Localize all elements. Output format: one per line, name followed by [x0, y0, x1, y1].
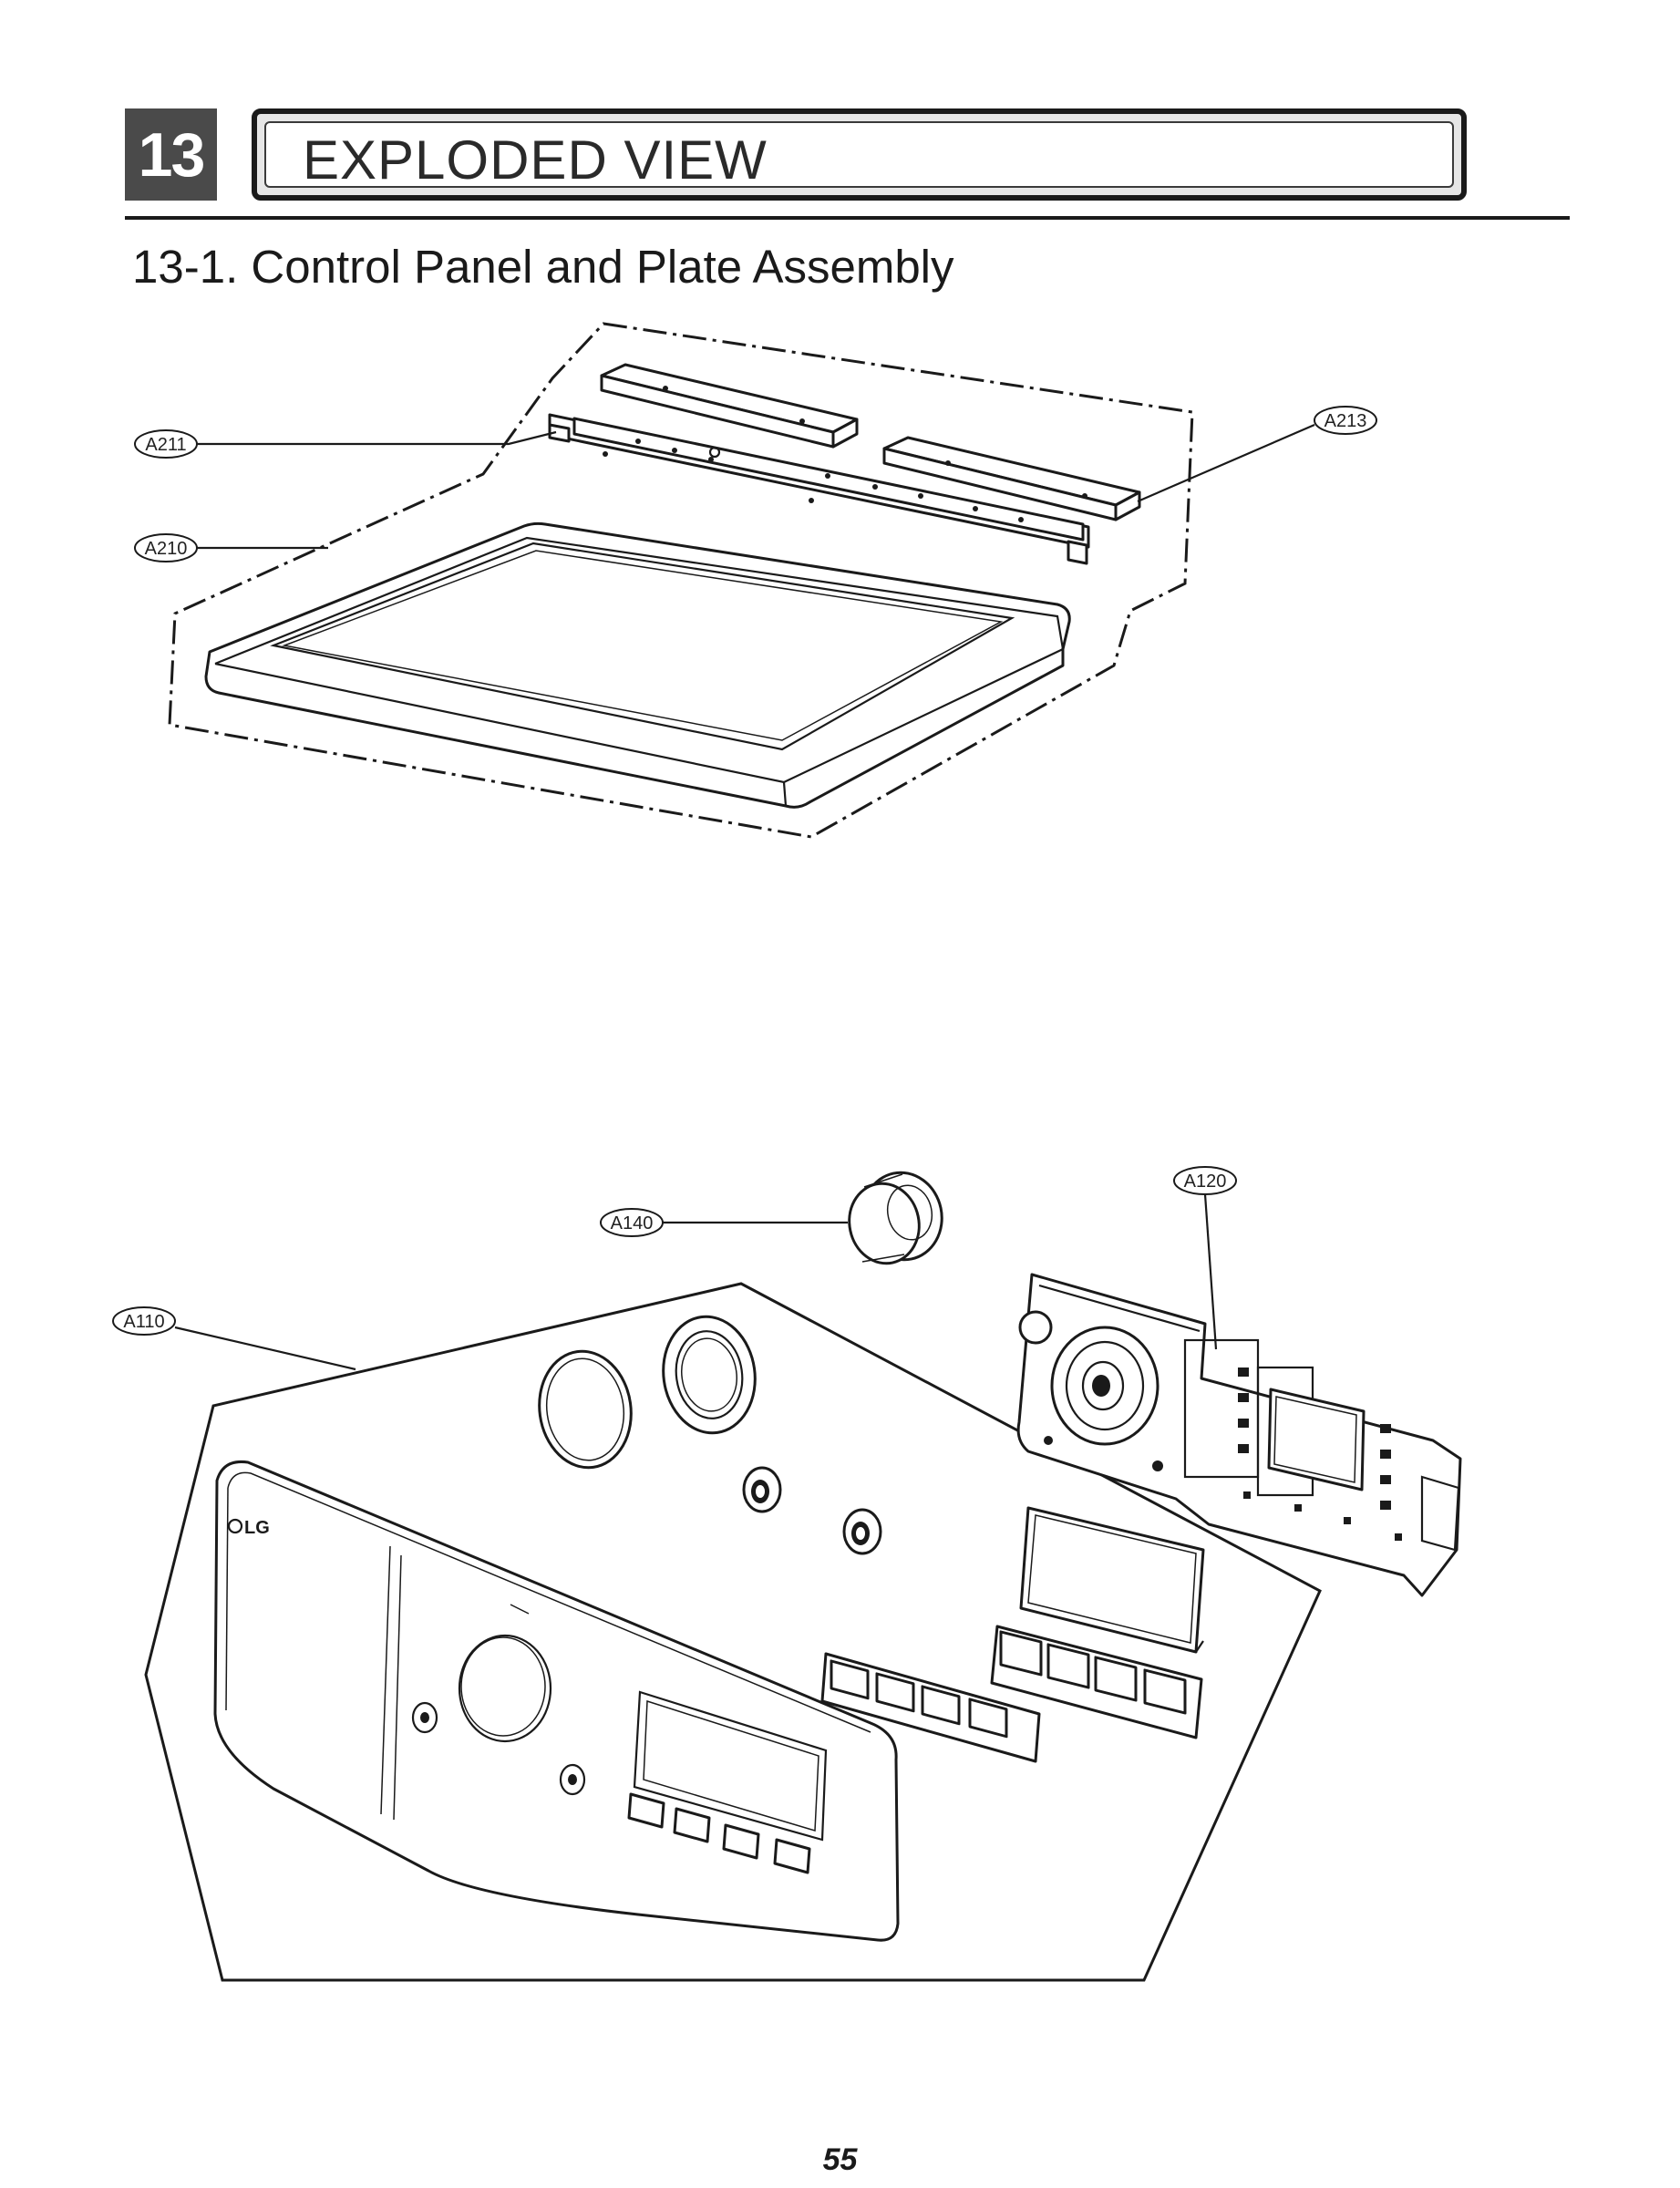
callout-a210: A210: [134, 533, 328, 562]
display-window-cover: [1019, 1506, 1205, 1654]
bottom-assembly-boundary: [144, 1282, 1322, 1982]
svg-text:A120: A120: [1184, 1171, 1227, 1192]
chapter-title: EXPLODED VIEW: [303, 129, 768, 191]
svg-text:A211: A211: [145, 435, 186, 455]
callouts: A211 A210 A213 A140 A120: [112, 406, 1377, 1371]
svg-text:A213: A213: [1324, 411, 1367, 431]
hinge-cover-left: [600, 363, 859, 449]
pcb-assembly-a120: [1016, 1273, 1462, 1597]
svg-text:A140: A140: [611, 1213, 654, 1233]
chapter-number-badge: 13: [125, 108, 217, 201]
chapter-title-inner: EXPLODED VIEW: [264, 121, 1454, 191]
page-number: 55: [822, 2142, 858, 2177]
header-rule: [125, 216, 1570, 220]
top-assembly: [168, 322, 1194, 839]
section-title: 13-1. Control Panel and Plate Assembly: [132, 241, 954, 293]
callout-a110: A110: [112, 1306, 356, 1371]
panel-lg-logo: LG: [244, 1518, 270, 1538]
svg-text:A110: A110: [123, 1312, 164, 1332]
top-assembly-boundary: [168, 322, 1194, 839]
button-strip-left: [820, 1652, 1041, 1763]
dial-ring-large: [538, 1349, 633, 1470]
callout-a213: A213: [1137, 406, 1377, 503]
small-knob-left: [742, 1466, 782, 1513]
knob-a140: [848, 1171, 943, 1265]
small-knob-right: [842, 1508, 882, 1555]
control-panel-a110: LG: [213, 1460, 900, 1942]
callout-a140: A140: [600, 1208, 848, 1237]
bottom-assembly: LG: [144, 1171, 1462, 1982]
panel-button-openings: [627, 1792, 811, 1874]
button-strip-right: [990, 1625, 1203, 1739]
callout-a211: A211: [134, 429, 557, 459]
chapter-title-frame: EXPLODED VIEW: [252, 108, 1467, 201]
svg-text:A210: A210: [145, 539, 188, 559]
dial-ring-decor: [662, 1315, 757, 1435]
top-plate-a210: [204, 521, 1071, 809]
callout-a120: A120: [1173, 1166, 1237, 1350]
hinge-cover-right: [882, 436, 1141, 521]
rail-bracket-a211: [548, 413, 1090, 565]
